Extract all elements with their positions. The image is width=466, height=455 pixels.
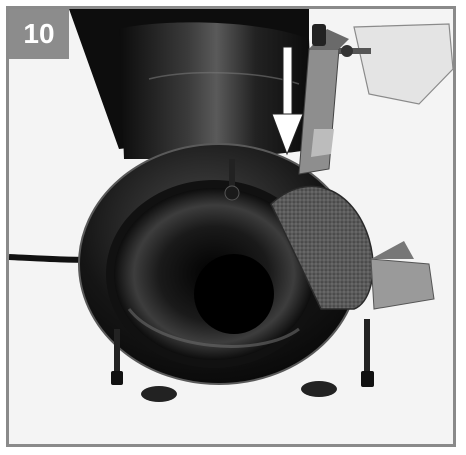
bench-grinder-photo — [9, 9, 453, 444]
step-number-badge: 10 — [9, 9, 69, 59]
figure-frame: 10 — [6, 6, 456, 447]
down-arrow-icon — [271, 46, 304, 156]
